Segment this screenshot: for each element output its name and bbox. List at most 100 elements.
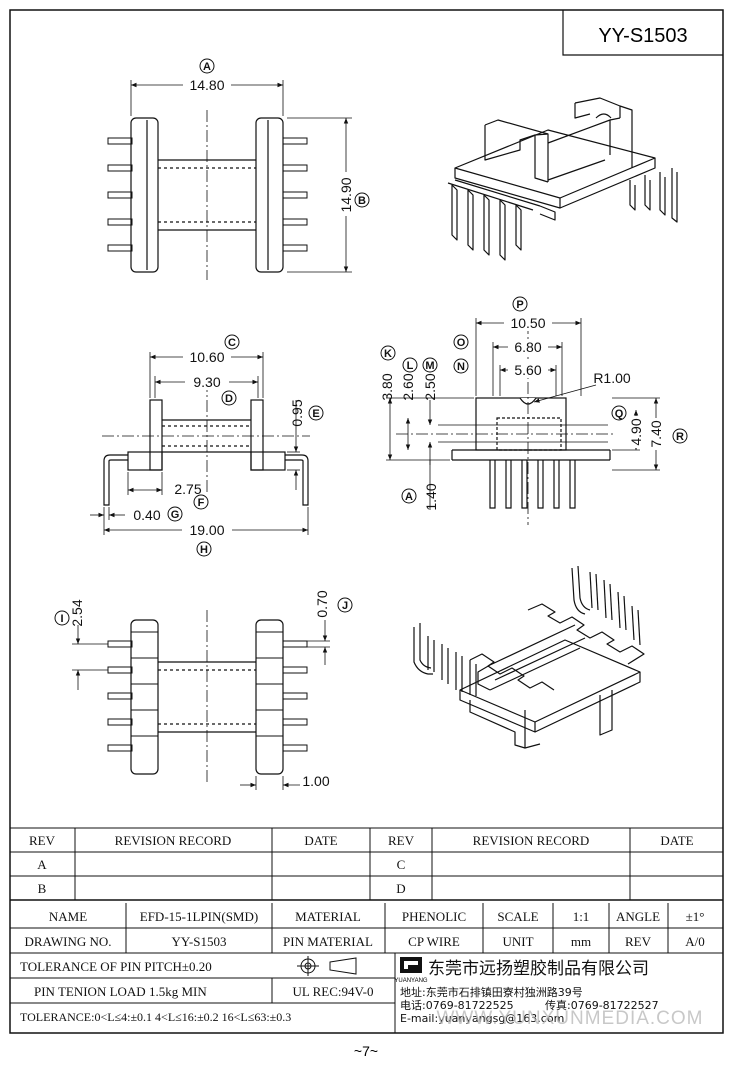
dim-h-value: 19.00 [189, 522, 224, 538]
svg-text:D: D [225, 393, 233, 405]
title-block [10, 903, 723, 1033]
pin-tension: PIN TENION LOAD 1.5kg MIN [34, 984, 207, 999]
svg-text:I: I [60, 613, 63, 625]
company-logo: YUANYANG [394, 957, 428, 984]
company-fax: 传真:0769-81722527 [545, 998, 659, 1012]
drawing-no-value: YY-S1503 [172, 934, 227, 949]
part-number: YY-S1503 [598, 25, 687, 47]
page-number: ~7~ [354, 1043, 378, 1059]
dim-o-value: 6.80 [514, 339, 541, 355]
name-label: NAME [49, 909, 87, 924]
bottom-view [72, 610, 330, 790]
svg-text:G: G [171, 509, 180, 521]
watermark: WWW.YUNXUNMEDIA.COM [436, 1008, 703, 1029]
svg-text:A: A [405, 491, 413, 503]
revision-record-header-1: REVISION RECORD [115, 833, 232, 848]
revision-record-header-2: REVISION RECORD [473, 833, 590, 848]
svg-text:M: M [425, 360, 434, 372]
isometric-view-top [447, 97, 678, 261]
drawing-no-label: DRAWING NO. [24, 934, 111, 949]
rev-header-1: REV [29, 833, 56, 848]
date-header-2: DATE [660, 833, 693, 848]
material-value: PHENOLIC [402, 909, 466, 924]
dim-e-value: 0.95 [289, 399, 305, 426]
ul-rec: UL REC:94V-0 [292, 984, 373, 999]
dim-h-label: H [196, 541, 212, 557]
part-number-box: YY-S1503 [562, 10, 723, 56]
drawing-border [9, 9, 724, 1034]
svg-text:K: K [384, 348, 392, 360]
svg-text:E: E [312, 408, 319, 420]
scale-label: SCALE [497, 909, 538, 924]
isometric-view-bottom [413, 565, 645, 749]
radius-value: R1.00 [593, 370, 631, 386]
material-label: MATERIAL [295, 909, 361, 924]
rev-cell-a: A [37, 857, 47, 872]
dim-n-value: 5.60 [514, 362, 541, 378]
dim-a-end-label: A [401, 488, 417, 504]
svg-text:J: J [342, 600, 348, 612]
dim-f-label: F [193, 494, 209, 510]
pin-material-value: CP WIRE [408, 934, 460, 949]
tolerance-pitch: TOLERANCE OF PIN PITCH±0.20 [20, 959, 212, 974]
unit-label: UNIT [502, 934, 533, 949]
svg-text:O: O [457, 337, 466, 349]
end-view [386, 318, 660, 525]
projection-symbol [297, 956, 357, 976]
rev-value: A/0 [685, 934, 705, 949]
dim-d-label: D [221, 390, 237, 406]
unit-value: mm [571, 934, 591, 949]
dim-d-value: 9.30 [193, 374, 220, 390]
dim-a-value: 14.80 [189, 77, 224, 93]
angle-value: ±1° [686, 909, 705, 924]
dim-r-value: 7.40 [648, 420, 664, 447]
dim-f-value: 2.75 [174, 481, 201, 497]
svg-text:P: P [516, 299, 523, 311]
dim-q-value: 4.90 [628, 418, 644, 445]
dim-j-label: J [337, 597, 353, 613]
dim-c-value: 10.60 [189, 349, 224, 365]
company-email: E-mail:yuanyangsg@163.com [400, 1012, 564, 1025]
svg-text:Q: Q [615, 408, 624, 420]
dim-k-label: K [380, 345, 396, 361]
dim-a-label: A [199, 58, 215, 74]
dim-i-value: 2.54 [69, 599, 85, 626]
dim-b-value: 14.90 [338, 177, 354, 212]
dim-n-label: N [453, 358, 469, 374]
rev-header-2: REV [388, 833, 415, 848]
dim-k-value: 3.80 [379, 373, 395, 400]
company-phone: 电话:0769-81722525 [400, 999, 514, 1012]
dim-o-label: O [453, 334, 469, 350]
dim-m-label: M [422, 357, 438, 373]
dim-pitch-value: 1.00 [302, 773, 329, 789]
dim-l-label: L [402, 357, 418, 373]
dim-b-label: B [354, 192, 370, 208]
svg-text:F: F [198, 497, 205, 509]
svg-text:H: H [200, 544, 208, 556]
top-view [107, 80, 352, 280]
rev-label: REV [625, 934, 652, 949]
svg-text:YUANYANG: YUANYANG [394, 978, 428, 984]
tolerance-general: TOLERANCE:0<L≤4:±0.1 4<L≤16:±0.2 16<L≤63… [20, 1010, 291, 1024]
dim-r-label: R [672, 428, 688, 444]
dim-m-value: 2.50 [422, 373, 438, 400]
side-view [90, 352, 310, 535]
dim-e-label: E [308, 405, 324, 421]
rev-cell-c: C [397, 857, 406, 872]
scale-value: 1:1 [573, 909, 590, 924]
dim-g-value: 0.40 [133, 507, 160, 523]
dim-p-label: P [512, 296, 528, 312]
company-address: 地址:东莞市石排镇田寮村独洲路39号 [400, 985, 583, 999]
date-header-1: DATE [304, 833, 337, 848]
dim-q-label: Q [611, 405, 627, 421]
pin-material-label: PIN MATERIAL [283, 934, 373, 949]
rev-cell-d: D [396, 881, 405, 896]
angle-label: ANGLE [616, 909, 660, 924]
dim-a-end-value: 1.40 [423, 483, 439, 510]
svg-text:R: R [676, 431, 684, 443]
svg-text:C: C [228, 337, 236, 349]
dim-j-value: 0.70 [314, 590, 330, 617]
company-name: 东莞市远扬塑胶制品有限公司 [428, 959, 649, 979]
name-value: EFD-15-1LPIN(SMD) [140, 909, 258, 924]
